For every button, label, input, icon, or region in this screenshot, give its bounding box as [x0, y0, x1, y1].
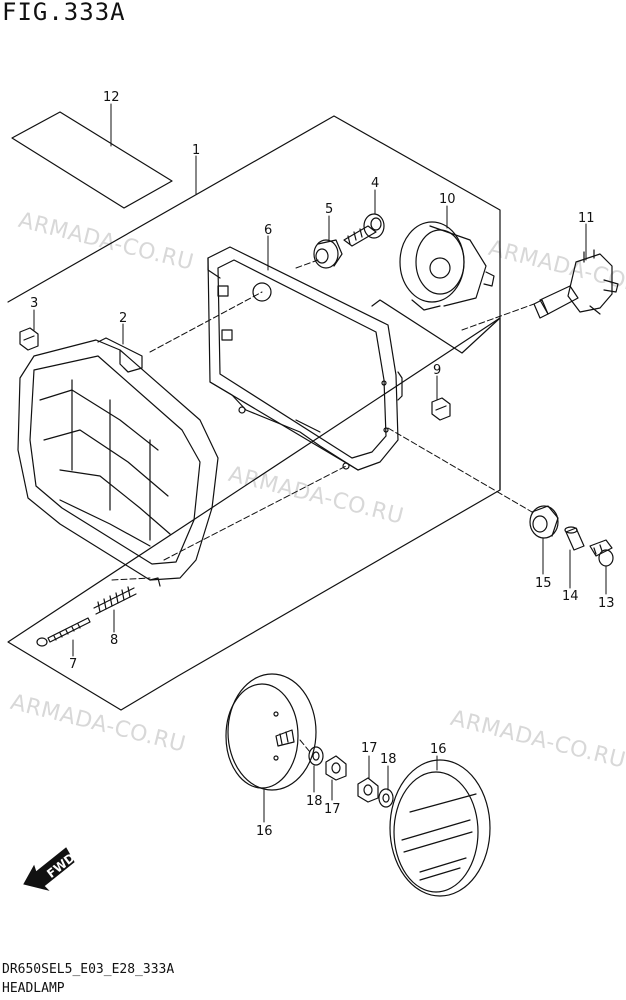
fwd-arrow-icon: FWD — [23, 847, 78, 891]
clip-nut-part — [431, 397, 451, 421]
part-number-labels: 12 1 4 5 6 10 11 3 2 9 7 8 15 14 13 16 1… — [30, 90, 615, 839]
collar-part — [564, 526, 585, 551]
part-number: 12 — [103, 90, 120, 105]
part-number: 4 — [371, 176, 379, 191]
part-number: 13 — [598, 596, 615, 611]
leader-lines — [33, 103, 607, 823]
figure-code: DR650SEL5_E03_E28_333A — [2, 962, 175, 977]
grommet-part — [529, 505, 559, 539]
part-number: 10 — [439, 192, 456, 207]
part-number: 11 — [578, 211, 595, 226]
part-number: 7 — [69, 657, 77, 672]
rear-cover-part — [225, 673, 317, 791]
figure-name: HEADLAMP — [2, 981, 65, 996]
part-number: 18 — [306, 794, 323, 809]
adjust-screw-part — [36, 617, 91, 647]
part-number: 17 — [361, 741, 378, 756]
part-number: 1 — [192, 143, 200, 158]
headlamp-unit-part — [17, 337, 219, 587]
housing-frame-part — [207, 246, 403, 471]
cover-part — [389, 759, 491, 897]
bolt-part — [589, 539, 614, 567]
nut-part — [325, 755, 347, 781]
part-number: 5 — [325, 202, 333, 217]
part-number: 14 — [562, 589, 579, 604]
part-number: 9 — [433, 363, 441, 378]
part-number: 16 — [430, 742, 447, 757]
bolt-part — [343, 213, 385, 247]
figure-title: FIG.333A — [2, 0, 126, 26]
clip-nut-part — [19, 327, 39, 351]
part-number: 3 — [30, 296, 38, 311]
part-number: 18 — [380, 752, 397, 767]
label-sheet-part — [11, 111, 173, 209]
washer-part — [308, 746, 324, 766]
grommet-part — [313, 239, 343, 269]
nut-part — [357, 777, 379, 803]
bulb-holder-part — [399, 221, 495, 311]
guide-lines — [111, 259, 535, 753]
assembly-frame — [7, 115, 501, 711]
part-number: 17 — [324, 802, 341, 817]
spring-part — [93, 586, 137, 615]
part-number: 16 — [256, 824, 273, 839]
part-number: 15 — [535, 576, 552, 591]
halogen-bulb-part — [533, 249, 619, 319]
washer-part — [378, 788, 394, 808]
part-number: 8 — [110, 633, 118, 648]
part-number: 6 — [264, 223, 272, 238]
part-number: 2 — [119, 311, 127, 326]
